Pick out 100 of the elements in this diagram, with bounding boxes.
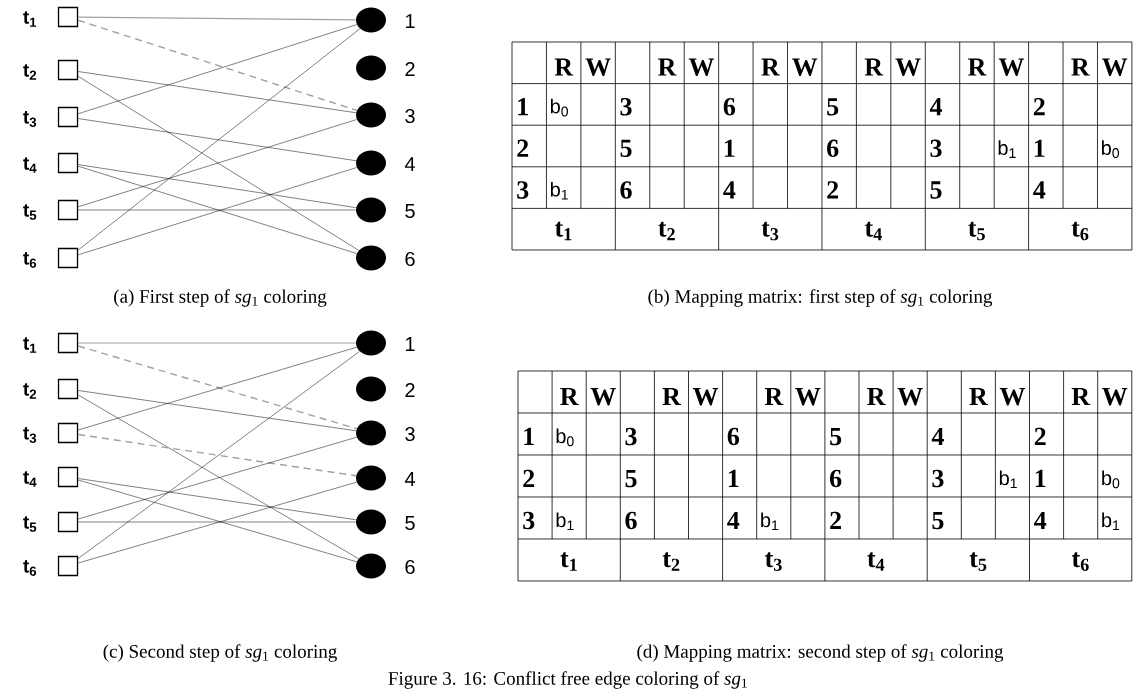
cell-value: 1 [524, 427, 534, 445]
column-header: R [658, 58, 677, 76]
cell-value: b$_{1}$ [550, 181, 568, 200]
edge-line [77, 342, 357, 344]
cell-value: 5 [620, 139, 632, 158]
node-label: 2 [405, 62, 415, 76]
column-header: W [792, 58, 818, 76]
node-label: t$_{6}$ [23, 252, 37, 268]
cell-value: 3 [620, 98, 632, 116]
node-label: 4 [404, 157, 415, 171]
edge-line [77, 478, 357, 520]
node-label: t$_{1}$ [23, 337, 37, 353]
cell-value: 4 [723, 181, 736, 199]
cell-value: 1 [1034, 139, 1045, 157]
cell-value: 3 [625, 427, 637, 446]
cell-value: 3 [523, 511, 535, 530]
cell-value: 5 [830, 427, 842, 446]
column-header: R [864, 58, 884, 76]
node-label: t$_{2}$ [23, 64, 37, 80]
edge-line [77, 119, 358, 208]
task-header: t$_{2}$ [658, 221, 675, 241]
node-label: t$_{6}$ [23, 560, 37, 576]
panel-caption: (d) Mapping matrix: second step of sg$_{1}$ coloring [637, 644, 1004, 662]
column-header: R [867, 387, 886, 405]
node-label: t$_{2}$ [23, 383, 37, 399]
column-header: R [969, 387, 988, 405]
column-header: W [795, 387, 821, 406]
cell-value: b$_{0}$ [1101, 140, 1120, 159]
cell-value: 2 [830, 511, 841, 529]
cell-value: b$_{1}$ [556, 512, 574, 531]
edge-line [77, 76, 360, 251]
node-label: 6 [405, 559, 415, 575]
cell-value: 6 [723, 98, 736, 116]
node-label: 3 [405, 426, 415, 442]
edge-line [77, 351, 360, 559]
task-header: t$_{3}$ [765, 552, 782, 571]
cell-value: 6 [620, 181, 632, 199]
panel-caption: (c) Second step of sg$_{1}$ coloring [103, 644, 337, 662]
node-label: 1 [405, 14, 415, 28]
cell-value: 4 [1034, 511, 1047, 529]
edge-line [77, 118, 357, 161]
column-header: W [895, 58, 921, 76]
cell-value: 5 [932, 511, 944, 530]
cell-value: 2 [827, 181, 839, 199]
edge-line [77, 394, 359, 559]
edge-line [77, 436, 357, 520]
task-header: t$_{5}$ [968, 221, 985, 241]
task-header: t$_{6}$ [1071, 552, 1089, 571]
node-label: t$_{5}$ [23, 204, 37, 220]
node-label: t$_{1}$ [23, 11, 37, 27]
cell-value: 2 [523, 469, 535, 487]
figure-caption: Figure 3. 16: Conflict free edge coloring of sg$_{1}$ [388, 671, 747, 689]
cell-value: 2 [517, 139, 529, 157]
edge-line [77, 16, 357, 21]
cell-value: 5 [930, 181, 942, 199]
cell-value: 4 [929, 98, 942, 116]
column-header: W [590, 387, 616, 406]
column-header: W [688, 58, 714, 76]
panel-caption: (a) First step of sg$_{1}$ coloring [114, 289, 327, 307]
task-header: t$_{1}$ [560, 552, 577, 571]
node-label: t$_{5}$ [23, 516, 37, 532]
cell-value: b$_{0}$ [556, 428, 574, 447]
cell-value: b$_{1}$ [761, 512, 779, 531]
task-header: t$_{1}$ [554, 221, 572, 241]
cell-value: b$_{1}$ [998, 140, 1016, 158]
cell-value: 6 [830, 469, 842, 488]
cell-value: b$_{0}$ [1102, 470, 1120, 489]
task-header: t$_{2}$ [662, 552, 680, 571]
column-header: W [585, 58, 611, 76]
column-header: W [1102, 387, 1128, 406]
node-label: 6 [405, 251, 415, 267]
cell-value: 3 [517, 181, 529, 199]
column-header: R [1071, 387, 1091, 405]
cell-value: 6 [625, 511, 637, 530]
cell-value: 1 [728, 469, 739, 487]
task-header: t$_{6}$ [1071, 221, 1089, 241]
column-header: R [662, 387, 682, 405]
edge-line [77, 164, 357, 208]
edge-line [77, 209, 357, 211]
panel-caption: (b) Mapping matrix: first step of sg$_{1}$ coloring [648, 289, 993, 307]
task-header: t$_{5}$ [969, 552, 987, 571]
column-header: W [999, 387, 1026, 406]
cell-value: b$_{0}$ [550, 98, 568, 117]
node-label: t$_{3}$ [23, 111, 37, 127]
edge-line [77, 28, 361, 251]
cell-value: 5 [827, 98, 839, 116]
cell-value: b$_{1}$ [999, 470, 1017, 489]
column-header: R [761, 58, 780, 76]
node-label: t$_{4}$ [23, 157, 37, 173]
column-header: W [897, 387, 923, 406]
edge-line [77, 390, 357, 432]
cell-value: b$_{1}$ [1102, 512, 1120, 531]
cell-value: 3 [932, 469, 944, 488]
cell-value: 2 [1033, 98, 1045, 116]
task-header: t$_{4}$ [867, 552, 885, 571]
cell-value: 4 [931, 427, 944, 445]
cell-value: 2 [1034, 427, 1046, 445]
cell-value: 4 [727, 511, 740, 529]
edge-line [77, 433, 357, 477]
node-label: 4 [404, 472, 415, 486]
